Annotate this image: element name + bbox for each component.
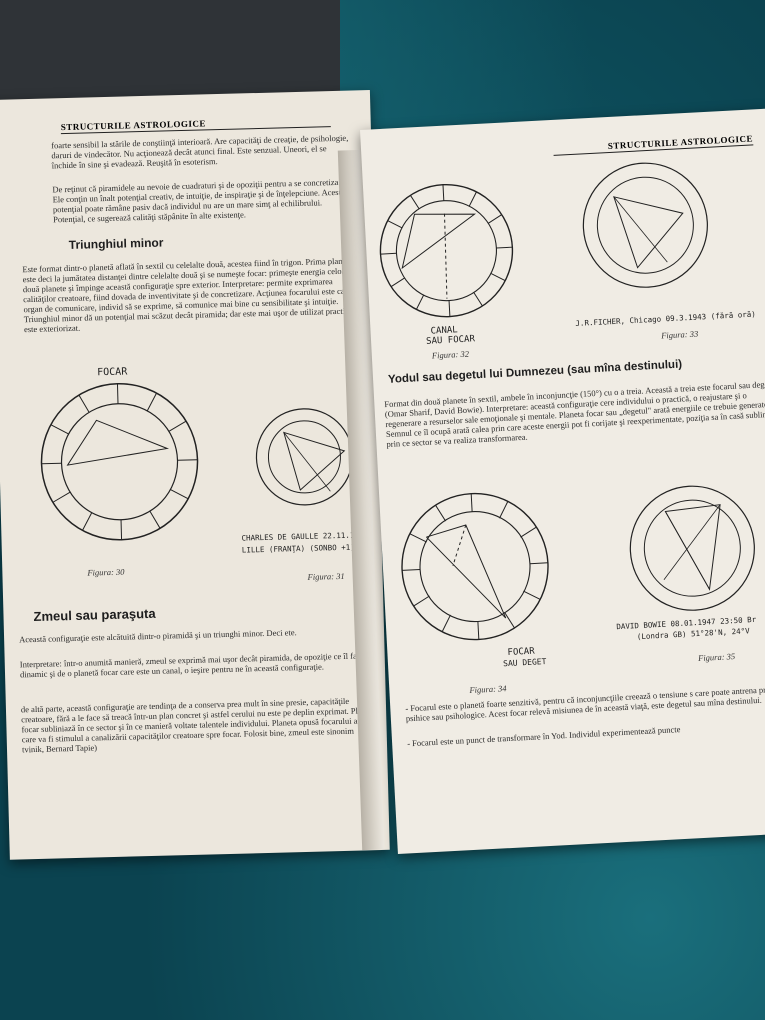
right-page: STRUCTURILE ASTROLOGICE CANAL SAU FOCAR … bbox=[360, 108, 765, 855]
figure-32-chart bbox=[379, 183, 514, 318]
left-body-1: Este format dintr-o planetă aflată în se… bbox=[22, 255, 360, 335]
fig35-caption: Figura: 35 bbox=[697, 651, 736, 664]
fig32-caption: Figura: 32 bbox=[431, 348, 470, 361]
fig32-label-sau-focar: SAU FOCAR bbox=[425, 334, 476, 347]
fig34-label-sau-deget: SAU DEGET bbox=[502, 656, 547, 669]
left-running-head: STRUCTURILE ASTROLOGICE bbox=[60, 115, 331, 135]
fig34-label-focar: FOCAR bbox=[507, 646, 535, 658]
figure-31-chart bbox=[255, 408, 354, 506]
fig31-caption: Figura: 31 bbox=[307, 570, 345, 582]
figure-33-chart bbox=[582, 162, 708, 288]
heading-zmeul: Zmeul sau paraşuta bbox=[33, 605, 156, 625]
fig33-caption: Figura: 33 bbox=[660, 328, 699, 341]
left-page: STRUCTURILE ASTROLOGICE foarte sensibil … bbox=[0, 90, 390, 860]
fig31-hand-note-2: LILLE (FRANŢA) (SONBO +1) bbox=[241, 542, 355, 555]
fig30-focar-label: FOCAR bbox=[97, 366, 128, 379]
fig34-caption: Figura: 34 bbox=[469, 683, 507, 696]
left-body-3: Interpretare: într-o anumită manieră, zm… bbox=[19, 650, 365, 680]
fig30-caption: Figura: 30 bbox=[87, 566, 125, 578]
fig33-hand-note: J.R.FICHER, Chicago 09.3.1943 (fără oră) bbox=[575, 309, 757, 328]
fig31-hand-note: CHARLES DE GAULLE 22.11.1890 bbox=[241, 530, 369, 543]
left-intro-text: foarte sensibil la stările de conştiinţă… bbox=[51, 132, 349, 171]
left-body-2: Această configuraţie este alcătuită dint… bbox=[18, 627, 297, 645]
left-body-4: de altă parte, această configuraţie are … bbox=[20, 695, 376, 755]
figure-30-chart bbox=[40, 382, 199, 541]
right-running-head: STRUCTURILE ASTROLOGICE bbox=[552, 133, 754, 156]
figure-35-chart bbox=[629, 485, 755, 611]
left-intro-text-2: De reţinut că piramidele au nevoie de cu… bbox=[52, 176, 342, 225]
right-bullet-2: - Focarul este un punct de transformare … bbox=[406, 724, 681, 749]
heading-triunghiul-minor: Triunghiul minor bbox=[68, 235, 164, 252]
right-bullet-1: - Focarul este o planetă foarte senzitiv… bbox=[405, 683, 765, 724]
right-body-1: Format din două planete în sextil, ambel… bbox=[384, 378, 765, 450]
figure-34-chart bbox=[401, 492, 549, 641]
